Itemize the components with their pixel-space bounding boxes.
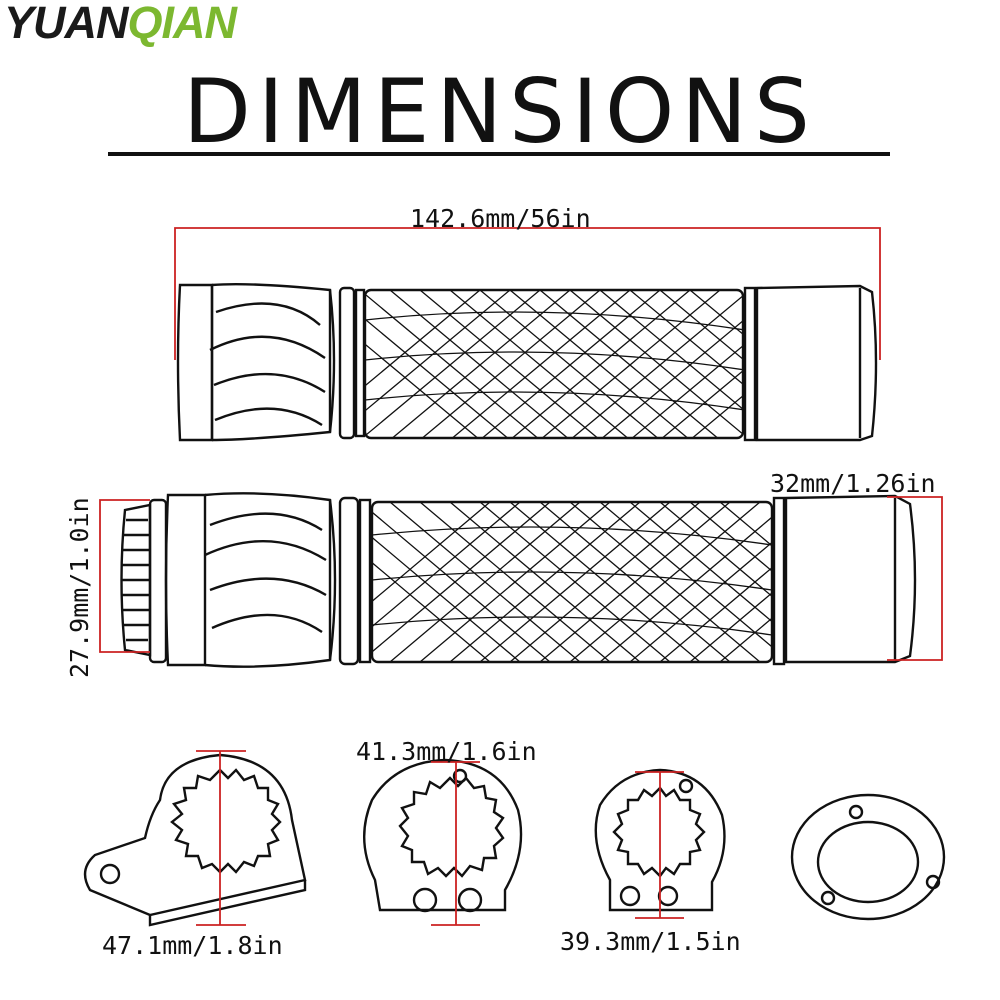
brand-logo: YUANQIAN [4,0,344,50]
brand-logo-text: YUANQIAN [4,0,237,48]
grip-top [176,282,878,442]
logo-text-right: IAN [161,0,237,48]
page-title: DIMENSIONS [183,60,817,163]
dimension-grip-diameter: 27.9mm/1.0in [65,497,94,678]
grip-top-mesh [365,290,743,438]
dimension-overall-length: 142.6mm/56in [410,204,591,233]
clamp-part-1 [83,753,307,927]
dimension-lines [99,227,943,926]
dimension-clamp-a: 41.3mm/1.6in [356,737,537,766]
spacer-ring [790,793,946,921]
title-underline [108,152,890,156]
grip-middle-mesh [372,502,772,662]
dimension-clamp-c: 39.3mm/1.5in [560,927,741,956]
dimension-clamp-b: 47.1mm/1.8in [102,931,283,960]
logo-text-left: YUAN [4,0,129,48]
grip-middle [120,492,917,668]
dimension-end-diameter: 32mm/1.26in [770,469,936,498]
logo-leaf-mark: Q [127,0,163,48]
clamp-part-2 [363,758,523,913]
